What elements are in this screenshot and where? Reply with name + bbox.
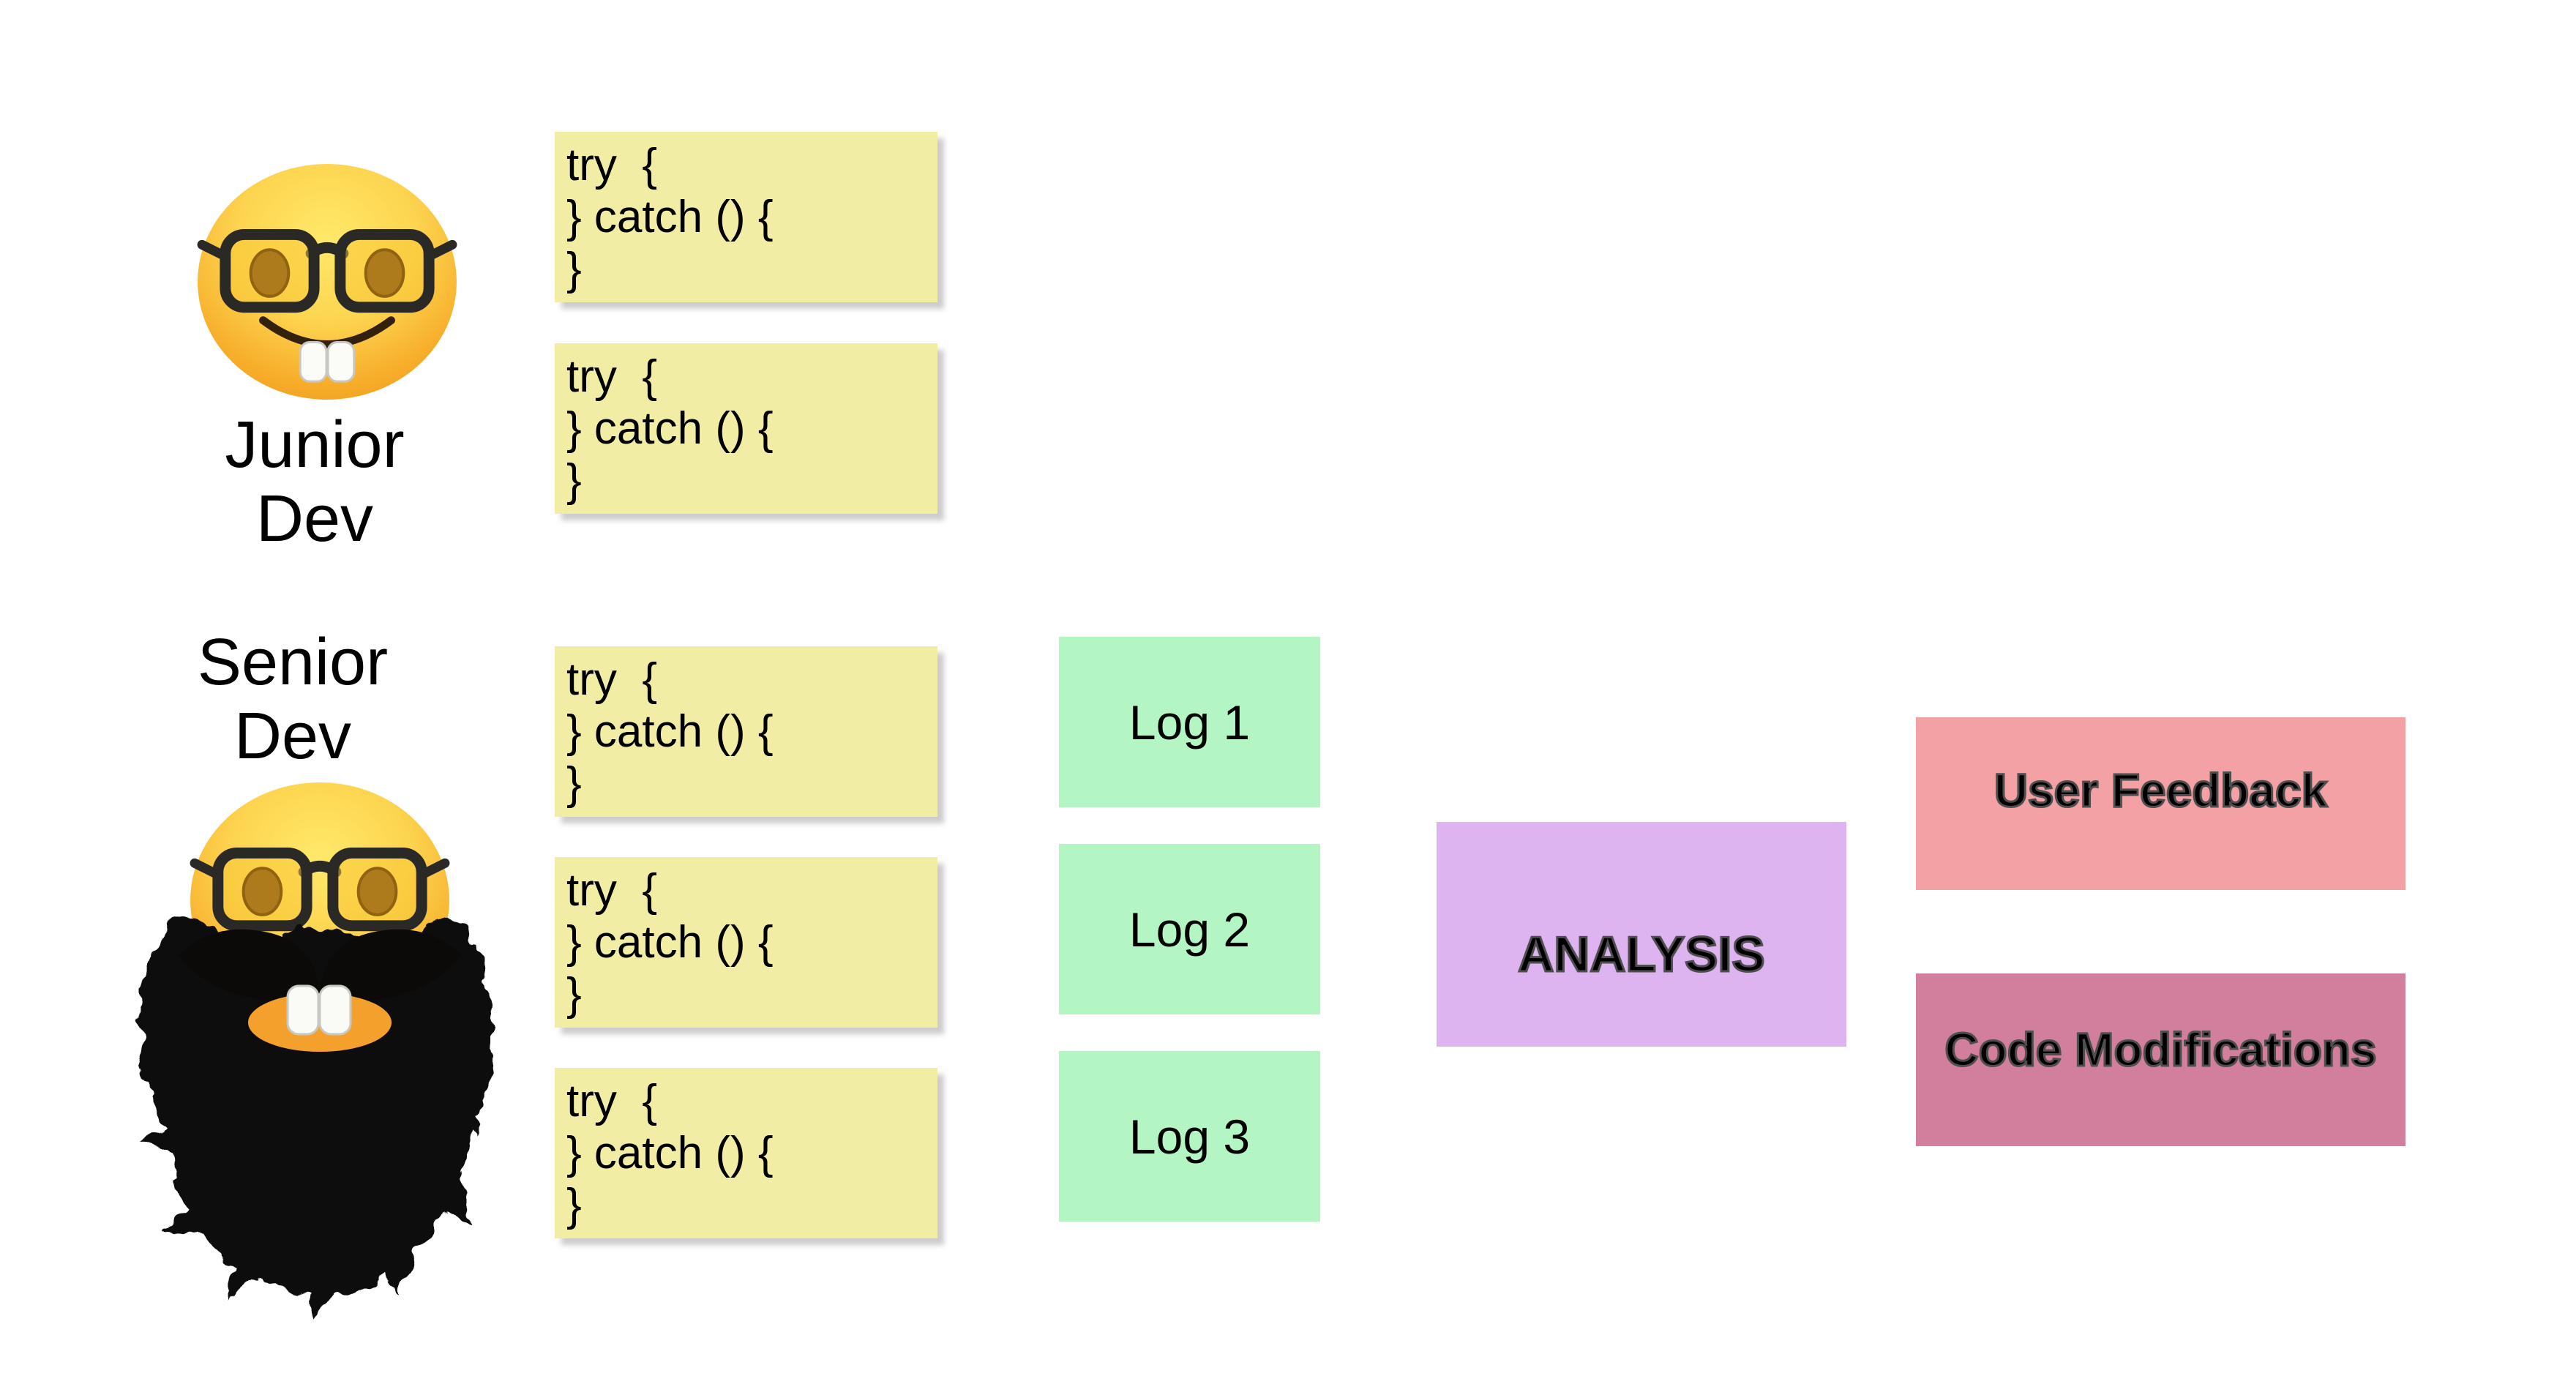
beard-mass	[141, 915, 492, 1320]
code-line: try {	[566, 1076, 658, 1126]
senior-dev-label: Senior Dev	[128, 626, 457, 774]
code-line: }	[566, 1180, 582, 1230]
log-3-label: Log 3	[1128, 1109, 1251, 1164]
code-line: } catch () {	[566, 403, 774, 454]
senior-code-note-1: try { } catch () { }	[555, 646, 937, 817]
log-1-label: Log 1	[1128, 695, 1251, 749]
log-3-box: Log 3	[1059, 1051, 1320, 1222]
code-line: try {	[566, 351, 658, 402]
beard-icon	[141, 915, 492, 1320]
junior-code-note-2: try { } catch () { }	[555, 343, 937, 514]
senior-dev-label-line2: Dev	[233, 700, 352, 773]
senior-code-note-3: try { } catch () { }	[555, 1068, 937, 1238]
code-modifications-label: Code Modifications	[1944, 1022, 2378, 1077]
code-line: }	[566, 455, 582, 506]
junior-nerd-face-emoji	[194, 162, 460, 402]
code-line: } catch () {	[566, 917, 774, 968]
junior-code-note-1: try { } catch () { }	[555, 132, 937, 302]
log-2-label: Log 2	[1128, 902, 1251, 957]
senior-dev-label-line1: Senior	[197, 626, 389, 699]
junior-dev-label: Junior Dev	[150, 408, 479, 556]
code-line: } catch () {	[566, 1128, 774, 1178]
code-modifications-box: Code Modifications	[1916, 973, 2405, 1146]
code-line: } catch () {	[566, 192, 774, 242]
senior-code-note-2: try { } catch () { }	[555, 857, 937, 1028]
junior-dev-label-line2: Dev	[255, 482, 374, 556]
user-feedback-label: User Feedback	[1993, 763, 2328, 818]
junior-dev-label-line1: Junior	[225, 408, 405, 482]
analysis-box: ANALYSIS	[1437, 822, 1846, 1047]
log-2-box: Log 2	[1059, 844, 1320, 1014]
tooth-right	[318, 984, 352, 1036]
log-1-box: Log 1	[1059, 637, 1320, 807]
code-line: try {	[566, 140, 658, 190]
tooth-left	[286, 984, 320, 1036]
mustache	[179, 929, 461, 1001]
code-line: } catch () {	[566, 706, 774, 757]
code-line: }	[566, 758, 582, 809]
code-line: try {	[566, 865, 658, 916]
code-line: }	[566, 244, 582, 294]
user-feedback-box: User Feedback	[1916, 717, 2405, 890]
analysis-label: ANALYSIS	[1517, 925, 1767, 983]
code-line: }	[566, 969, 582, 1020]
code-line: try {	[566, 654, 658, 705]
